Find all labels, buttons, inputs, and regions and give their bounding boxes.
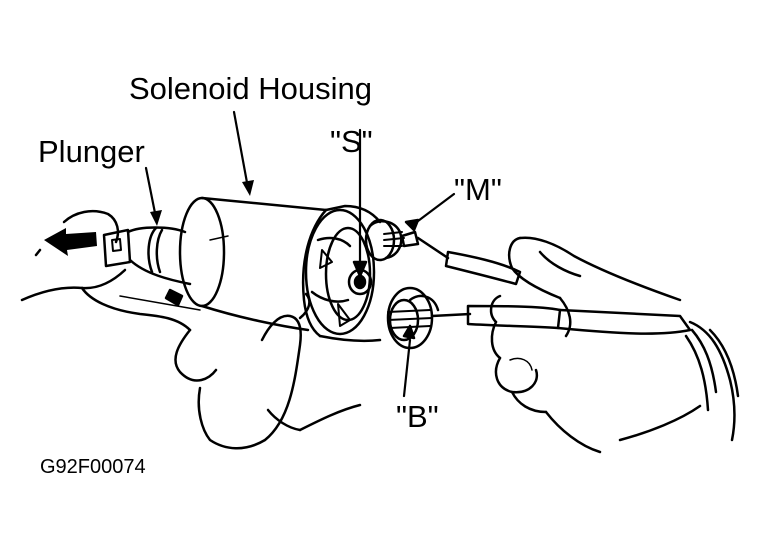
housing-leader-arrow [242, 180, 254, 196]
terminal-m-label: "M" [454, 172, 502, 207]
test-leads-drawing [416, 236, 740, 442]
solenoid-housing-drawing [178, 128, 382, 343]
solenoid-housing-label: Solenoid Housing [129, 71, 373, 106]
plunger-label: Plunger [38, 134, 145, 169]
b-terminal-drawing [386, 286, 440, 398]
plunger-leader-line [144, 166, 158, 220]
figure-code: G92F00074 [40, 456, 146, 478]
terminal-b-label: "B" [396, 399, 439, 434]
plunger-leader-arrow [150, 210, 162, 226]
terminal-s-label: "S" [330, 124, 373, 159]
right-hand-drawing [489, 236, 702, 454]
push-arrow-icon [44, 228, 97, 256]
left-hand-drawing [20, 210, 362, 450]
m-terminal-drawing [364, 192, 456, 262]
plunger-drawing [102, 226, 192, 307]
housing-leader-line [232, 110, 250, 190]
